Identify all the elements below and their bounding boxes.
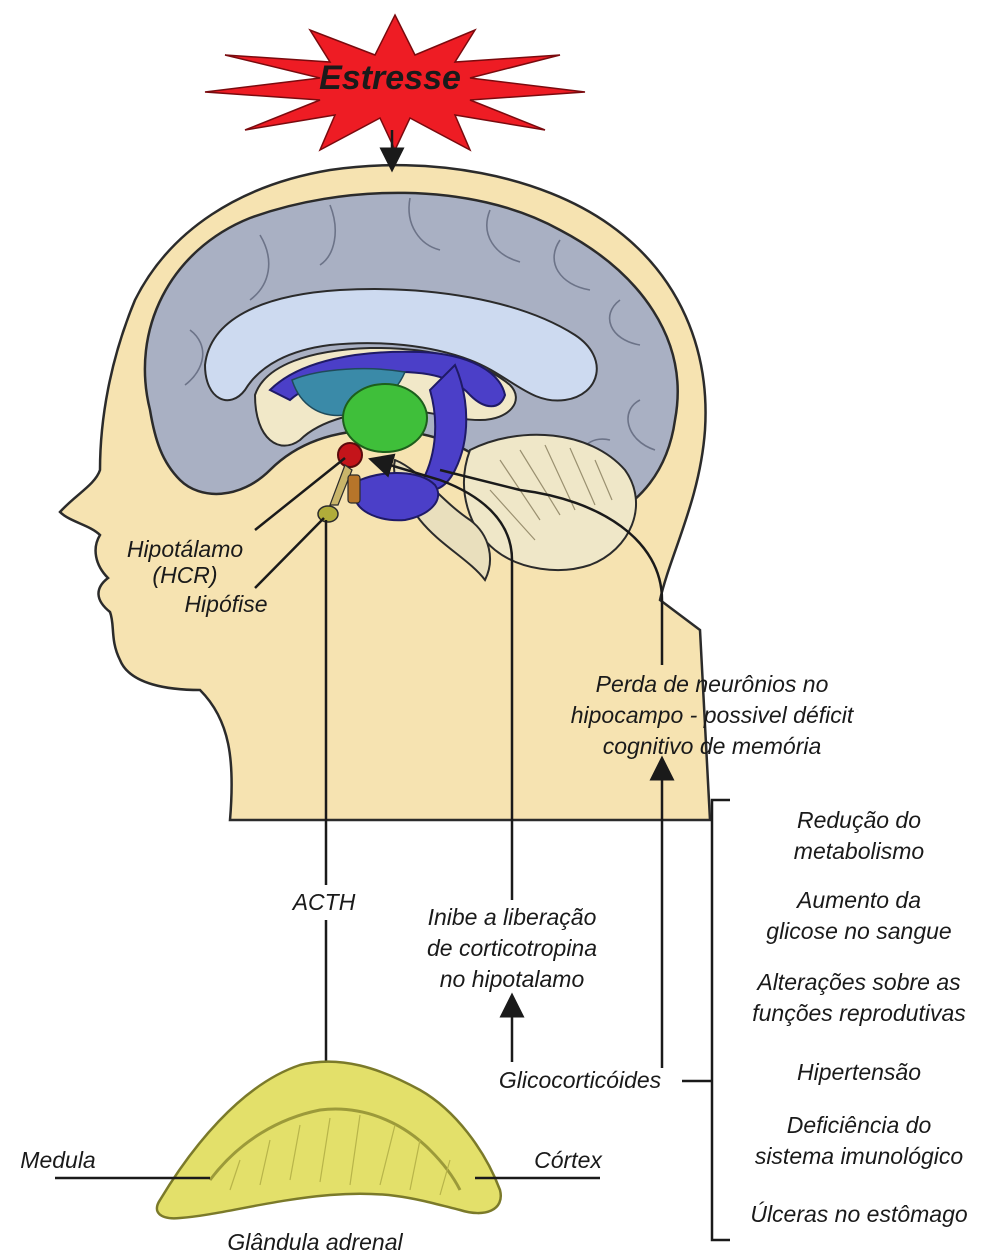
effect-1-line2: metabolismo [794, 838, 925, 864]
effect-3-line2: funções reprodutivas [752, 1000, 966, 1026]
acth-label: ACTH [291, 889, 356, 915]
neuron-loss-label-3: cognitivo de memória [603, 733, 822, 759]
hippocampus [354, 473, 438, 520]
neuron-loss-label-1: Perda de neurônios no [596, 671, 829, 697]
pons [348, 475, 360, 503]
cortex-label: Córtex [534, 1147, 603, 1173]
medulla-label: Medula [20, 1147, 95, 1173]
hypothalamus-label: Hipotálamo [127, 536, 244, 562]
adrenal-gland-label: Glândula adrenal [227, 1229, 403, 1255]
pituitary-label: Hipófise [184, 591, 267, 617]
glucocorticoids-label: Glicocorticóides [499, 1067, 662, 1093]
effect-4-line1: Hipertensão [797, 1059, 921, 1085]
stress-label: Estresse [319, 59, 461, 97]
inhibit-label-2: de corticotropina [427, 935, 597, 961]
effects-list: Redução do metabolismo Aumento da glicos… [750, 807, 968, 1227]
effect-5-line2: sistema imunológico [755, 1143, 964, 1169]
hypothalamus-hcr-label: (HCR) [152, 562, 217, 588]
inhibit-label-3: no hipotalamo [440, 966, 585, 992]
effect-5-line1: Deficiência do [787, 1112, 932, 1138]
effect-2-line2: glicose no sangue [766, 918, 951, 944]
effect-3-line1: Alterações sobre as [755, 969, 961, 995]
effects-bracket [712, 800, 730, 1240]
effect-2-line1: Aumento da [795, 887, 921, 913]
adrenal-gland [157, 1062, 501, 1219]
inhibit-label-1: Inibe a liberação [428, 904, 597, 930]
effect-6-line1: Úlceras no estômago [750, 1201, 968, 1227]
thalamus [343, 384, 427, 452]
effect-1-line1: Redução do [797, 807, 921, 833]
neuron-loss-label-2: hipocampo - possivel déficit [571, 702, 855, 728]
hypothalamus-structure [338, 443, 362, 467]
